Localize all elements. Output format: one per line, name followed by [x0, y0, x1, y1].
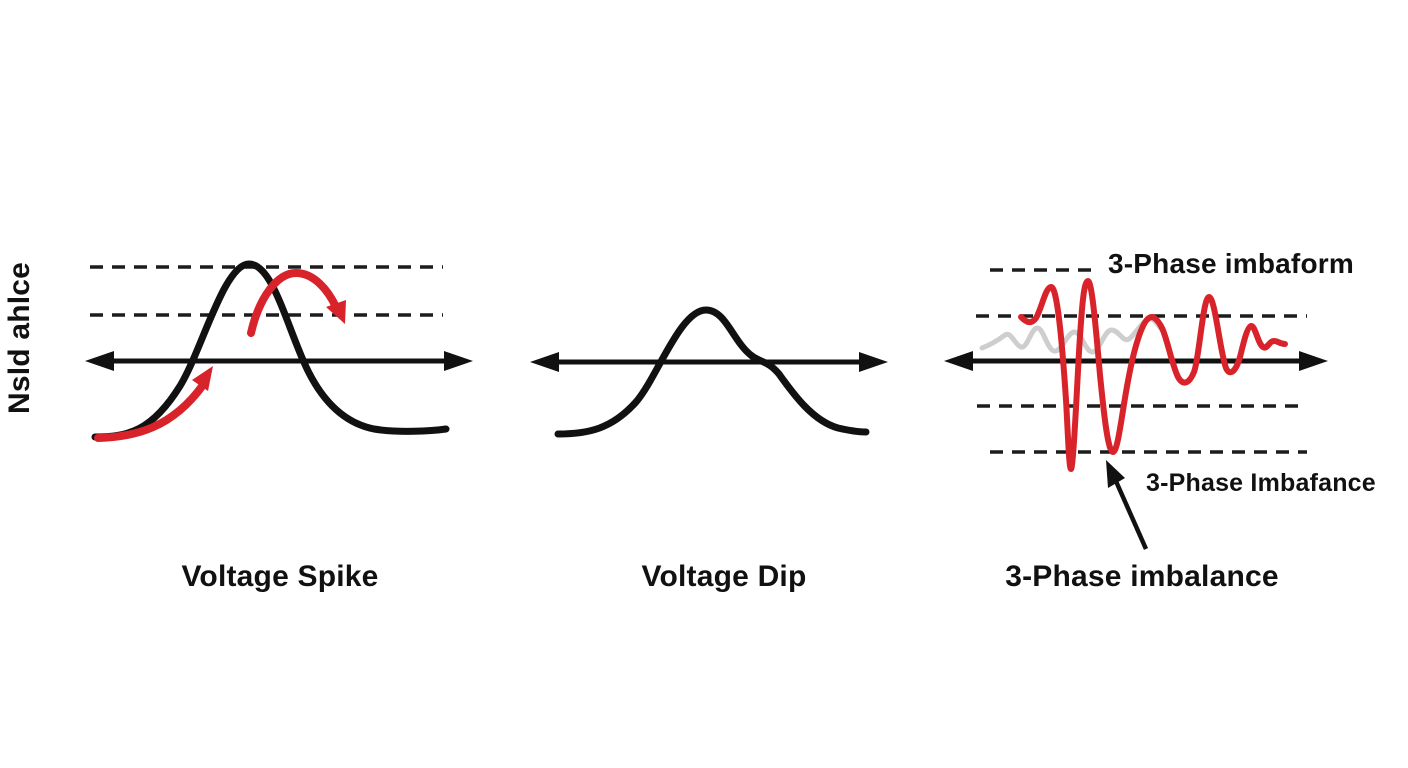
time-axis-arrow	[85, 351, 473, 371]
axis-arrowhead-right	[1299, 351, 1328, 371]
annotation-imbaform: 3-Phase imbaform	[1108, 248, 1354, 279]
y-axis-label: Nsld ahlce	[3, 261, 36, 414]
axis-arrowhead-left	[944, 351, 973, 371]
gray-phase-wave	[979, 316, 1166, 355]
overshoot-arrowhead	[326, 300, 346, 324]
annotation-imbafance: 3-Phase Imbafance	[1146, 469, 1376, 497]
axis-arrowhead-right	[859, 352, 888, 372]
axis-arrowhead-right	[444, 351, 473, 371]
imbalance-panel	[944, 268, 1328, 550]
caption-three-phase-imbalance: 3-Phase imbalance	[1005, 560, 1279, 593]
caption-voltage-spike: Voltage Spike	[181, 560, 379, 593]
axis-arrowhead-left	[85, 351, 114, 371]
time-axis-arrow	[530, 352, 888, 372]
red-imbalance-wave	[1018, 277, 1288, 473]
dip-panel	[530, 306, 888, 438]
dip-waveform-curve	[554, 306, 870, 438]
overshoot-arrow	[247, 268, 346, 337]
axis-arrowhead-left	[530, 352, 559, 372]
annotation-arrowhead	[1106, 460, 1125, 488]
time-axis-arrow	[944, 351, 1328, 371]
caption-voltage-dip: Voltage Dip	[641, 560, 807, 593]
rise-arrowhead	[192, 366, 213, 391]
annotation-arrow	[1106, 460, 1149, 550]
rise-arrow	[94, 366, 213, 442]
spike-panel	[85, 260, 473, 442]
spike-waveform-curve	[91, 260, 450, 441]
